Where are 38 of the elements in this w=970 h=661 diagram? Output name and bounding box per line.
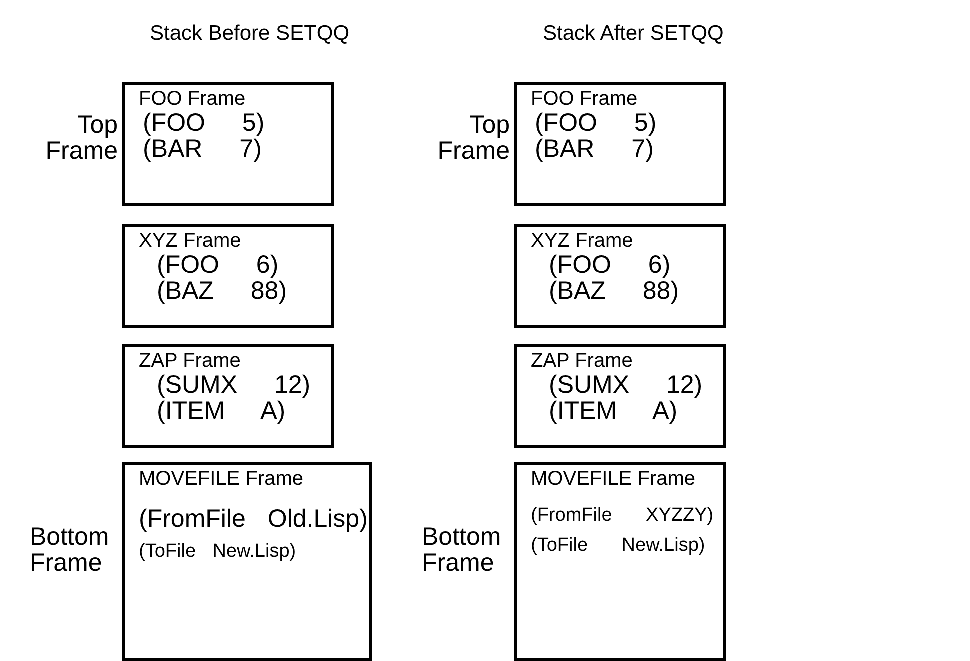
binding-entry: (SUMX 12) bbox=[157, 372, 311, 398]
binding-entry: (ITEM A) bbox=[549, 398, 678, 424]
binding-entry: (FromFile XYZZY) bbox=[531, 506, 714, 526]
stack-frame-box bbox=[514, 224, 726, 328]
frame-heading: XYZ Frame bbox=[531, 231, 634, 252]
frame-heading: ZAP Frame bbox=[531, 351, 633, 372]
frame-side-label: Top Frame bbox=[436, 112, 510, 164]
frame-heading: XYZ Frame bbox=[139, 231, 242, 252]
stack-frame-box bbox=[122, 224, 334, 328]
frame-heading: FOO Frame bbox=[139, 89, 246, 110]
binding-entry: (ToFile New.Lisp) bbox=[531, 536, 706, 556]
binding-entry: (BAZ 88) bbox=[549, 278, 680, 304]
stack-frame-box bbox=[122, 82, 334, 206]
binding-entry: (BAR 7) bbox=[535, 136, 654, 162]
frame-side-label: Bottom Frame bbox=[30, 524, 110, 576]
binding-entry: (FOO 6) bbox=[549, 252, 671, 278]
column-heading: Stack After SETQQ bbox=[543, 22, 724, 46]
binding-entry: (BAZ 88) bbox=[157, 278, 288, 304]
binding-entry: (SUMX 12) bbox=[549, 372, 703, 398]
stack-frame-box bbox=[122, 344, 334, 448]
binding-entry: (FOO 5) bbox=[143, 110, 265, 136]
binding-entry: (BAR 7) bbox=[143, 136, 262, 162]
binding-entry: (FOO 6) bbox=[157, 252, 279, 278]
frame-heading: MOVEFILE Frame bbox=[139, 469, 304, 490]
binding-entry: (FromFile Old.Lisp) bbox=[139, 506, 368, 532]
binding-entry: (FOO 5) bbox=[535, 110, 657, 136]
stack-frame-box bbox=[514, 82, 726, 206]
column-heading: Stack Before SETQQ bbox=[150, 22, 350, 46]
frame-heading: FOO Frame bbox=[531, 89, 638, 110]
frame-side-label: Top Frame bbox=[44, 112, 118, 164]
binding-entry: (ITEM A) bbox=[157, 398, 286, 424]
stack-frame-box bbox=[122, 462, 372, 661]
frame-heading: ZAP Frame bbox=[139, 351, 241, 372]
binding-entry: (ToFile New.Lisp) bbox=[139, 542, 296, 562]
frame-heading: MOVEFILE Frame bbox=[531, 469, 696, 490]
stack-frame-box bbox=[514, 462, 726, 661]
frame-side-label: Bottom Frame bbox=[422, 524, 502, 576]
stack-frame-box bbox=[514, 344, 726, 448]
